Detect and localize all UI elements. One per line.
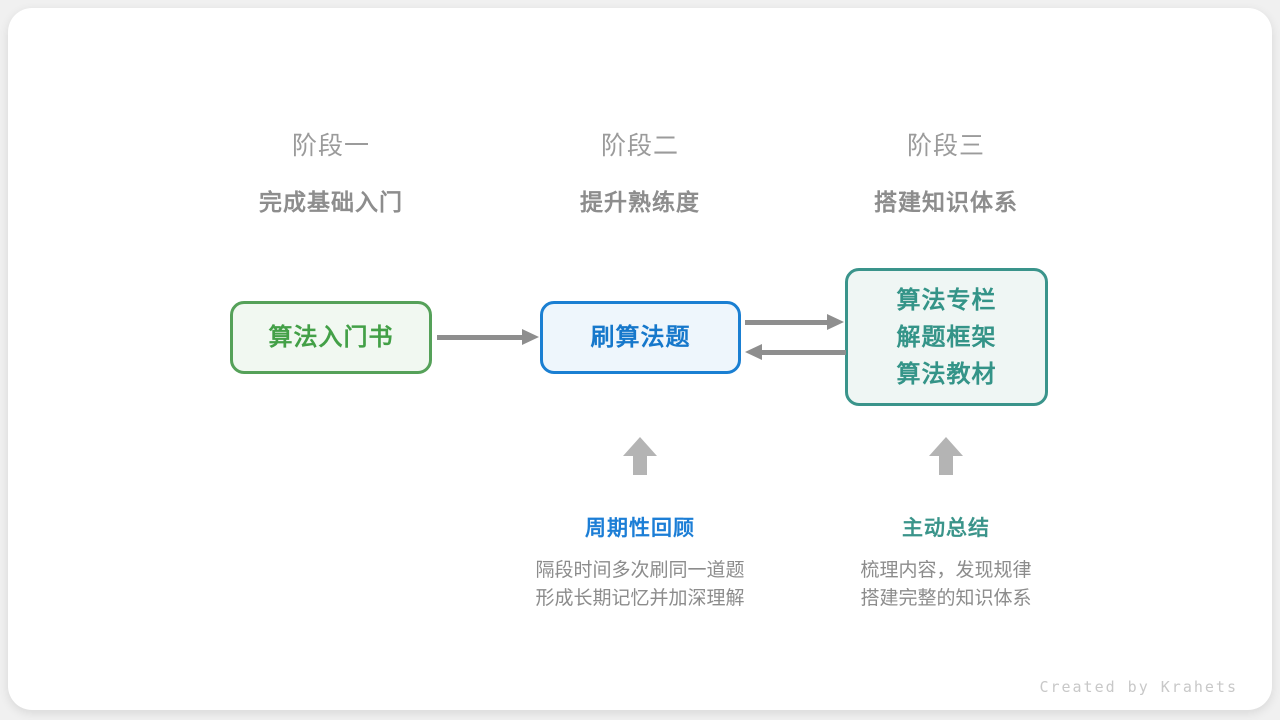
node-practice-problems-label: 刷算法题 (590, 324, 691, 351)
up-arrow-stem (939, 456, 953, 475)
stage-3-subtitle: 搭建知识体系 (874, 189, 1018, 215)
stage-1-title: 阶段一 (291, 132, 370, 160)
node-resource-line-1: 算法专栏 (896, 286, 997, 314)
stage-3-title: 阶段三 (906, 132, 985, 160)
annotation-active-summary-desc: 梳理内容，发现规律 搭建完整的知识体系 (786, 557, 1106, 613)
attribution-text: Created by Krahets (1039, 678, 1238, 696)
annotation-active-summary-label: 主动总结 (902, 517, 990, 540)
arrow-right-icon (522, 329, 539, 345)
arrow-left-icon (745, 344, 762, 360)
node-knowledge-resources: 算法专栏 解题框架 算法教材 (845, 268, 1048, 406)
stage-2-title: 阶段二 (600, 132, 679, 160)
arrow-right-icon (827, 314, 844, 330)
annotation-desc-line: 梳理内容，发现规律 (860, 560, 1032, 581)
annotation-desc-line: 隔段时间多次刷同一道题 (535, 560, 745, 581)
stage-1-subtitle: 完成基础入门 (259, 189, 403, 215)
node-resource-line-2: 解题框架 (896, 323, 997, 351)
stage-2-subtitle: 提升熟练度 (580, 189, 700, 215)
up-arrow-icon (623, 437, 657, 475)
up-arrow-head (929, 437, 963, 456)
annotation-periodic-review-desc: 隔段时间多次刷同一道题 形成长期记忆并加深理解 (480, 557, 800, 613)
node-practice-problems: 刷算法题 (540, 301, 741, 374)
node-intro-book: 算法入门书 (230, 301, 432, 374)
annotation-desc-line: 形成长期记忆并加深理解 (535, 588, 745, 609)
up-arrow-stem (633, 456, 647, 475)
annotation-periodic-review-label: 周期性回顾 (585, 517, 695, 540)
arrow-node3-to-node2 (762, 350, 846, 355)
up-arrow-head (623, 437, 657, 456)
node-resource-line-3: 算法教材 (896, 360, 997, 388)
arrow-node2-to-node3 (745, 320, 829, 325)
stage-2-header: 阶段二 提升熟练度 (510, 126, 770, 217)
stage-1-header: 阶段一 完成基础入门 (201, 126, 461, 217)
stage-3-header: 阶段三 搭建知识体系 (816, 126, 1076, 217)
node-intro-book-label: 算法入门书 (268, 324, 394, 351)
arrow-node1-to-node2 (437, 335, 524, 340)
up-arrow-icon (929, 437, 963, 475)
annotation-desc-line: 搭建完整的知识体系 (860, 588, 1032, 609)
